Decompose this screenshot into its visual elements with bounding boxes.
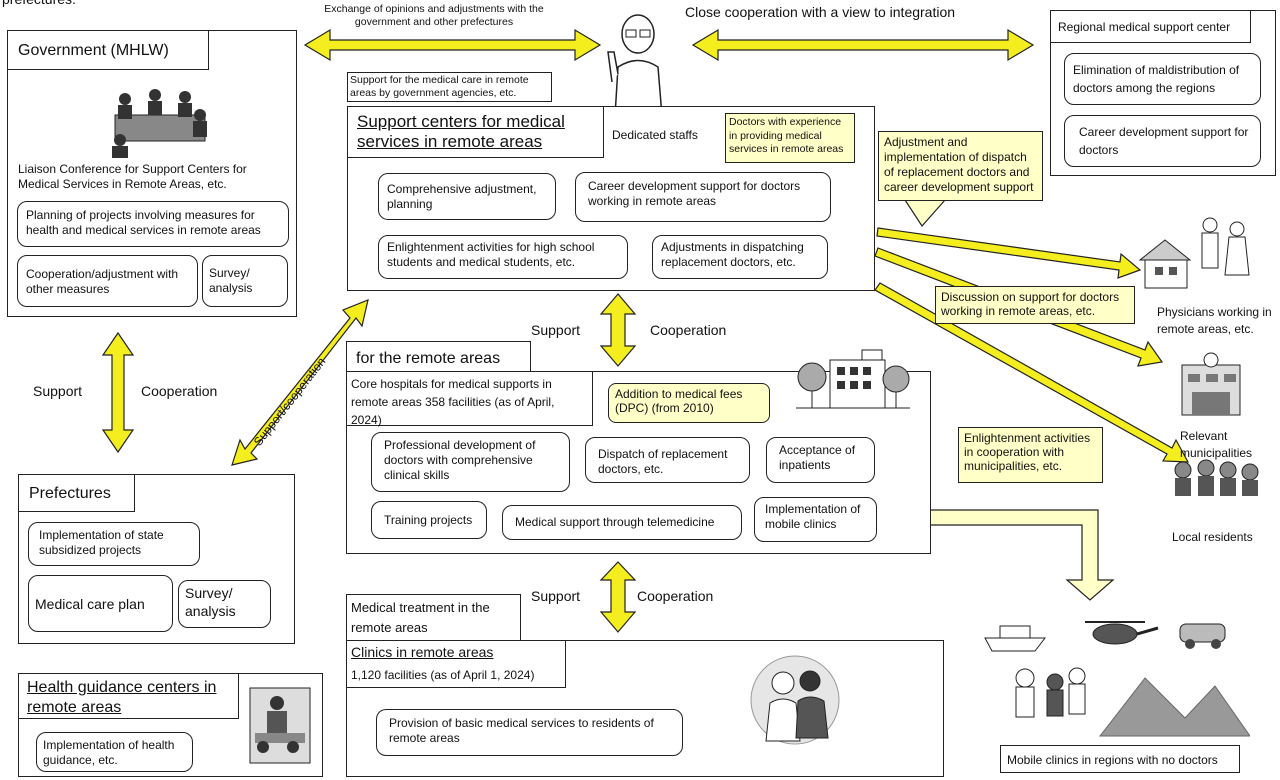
acceptance-text: Acceptance of inpatients (779, 443, 856, 472)
doctors-experience-callout: Doctors with experience in providing med… (725, 113, 855, 163)
residents-illustration (1174, 459, 1259, 496)
core-hospitals-tab: for the remote areas (346, 341, 531, 373)
professional-dev-box: Professional development of doctors with… (371, 432, 570, 492)
mobile-clinics-impl-text: Implementation of mobile clinics (765, 502, 861, 531)
mobile-clinics-label: Mobile clinics in regions with no doctor… (1000, 745, 1240, 773)
telemedicine-box: Medical support through telemedicine (502, 505, 742, 540)
clinics-subtitle-1: Clinics in remote areas (351, 644, 494, 660)
middle-cooperation-label-1: Cooperation (650, 322, 727, 338)
prefectures-title-box: Prefectures (18, 474, 135, 512)
middle-support-label-1: Support (531, 322, 581, 338)
exchange-label: Exchange of opinions and adjustments wit… (324, 3, 544, 29)
adjustment-callout: Adjustment and implementation of dispatc… (878, 131, 1043, 201)
acceptance-box: Acceptance of inpatients (766, 437, 875, 483)
career-support-box: Career development support for doctors w… (575, 172, 831, 222)
dispatch-text: Dispatch of replacement doctors, etc. (598, 447, 728, 476)
professional-dev-text: Professional development of doctors with… (384, 438, 536, 482)
doctor-illustration (607, 14, 663, 117)
government-title-box: Government (MHLW) (7, 30, 209, 70)
enlightenment-box: Enlightenment activities for high school… (378, 235, 628, 279)
close-cooperation-label: Close cooperation with a view to integra… (685, 4, 956, 20)
municipality-enlightenment-callout: Enlightenment activities in cooperation … (958, 427, 1103, 483)
liaison-text: Liaison Conference for Support Centers f… (18, 162, 247, 191)
medical-plan-text: Medical care plan (35, 596, 145, 612)
provision-box: Provision of basic medical services to r… (376, 709, 683, 756)
health-guidance-impl-text: Implementation of health guidance, etc. (43, 738, 175, 767)
prefectures-title: Prefectures (29, 485, 111, 502)
dispatch-box: Dispatch of replacement doctors, etc. (585, 437, 750, 483)
municipality-building-illustration (1181, 352, 1241, 416)
pref-survey-text: Survey/ analysis (185, 585, 236, 619)
enlightenment-text: Enlightenment activities for high school… (387, 240, 595, 269)
left-cooperation-label: Cooperation (141, 383, 218, 399)
clinics-subtitle-2: 1,120 facilities (as of April 1, 2024) (351, 668, 535, 682)
career-support-text: Career development support for doctors w… (588, 179, 801, 208)
arrow-to-physicians (876, 227, 1142, 279)
health-guidance-title: Health guidance centers in remote areas (27, 679, 217, 716)
middle-double-arrow-2 (599, 561, 637, 633)
provision-text: Provision of basic medical services to r… (389, 716, 654, 745)
discussion-callout: Discussion on support for doctors workin… (935, 286, 1135, 324)
comprehensive-text: Comprehensive adjustment, planning (387, 182, 537, 211)
meeting-illustration (112, 89, 207, 158)
regional-title: Regional medical support center (1058, 20, 1231, 34)
mobile-clinics-illustration (984, 621, 1250, 737)
gov-cooperation-box: Cooperation/adjustment with other measur… (17, 255, 198, 307)
physicians-illustration (1138, 217, 1250, 289)
municipalities-label: Relevant municipalities (1180, 429, 1253, 460)
regional-career-text: Career development support for doctors (1079, 125, 1249, 157)
support-centers-title-box: Support centers for medical services in … (347, 106, 604, 158)
training-box: Training projects (371, 501, 487, 539)
exchange-double-arrow (303, 28, 602, 62)
core-hospitals-subtitle: Core hospitals for medical supports in r… (346, 371, 593, 427)
pref-implementation-text: Implementation of state subsidized proje… (39, 528, 164, 557)
top-fragment-text: prefectures. (2, 0, 76, 9)
addition-fees-callout: Addition to medical fees (DPC) (from 201… (608, 383, 770, 423)
health-guidance-title-box: Health guidance centers in remote areas (18, 673, 239, 719)
training-text: Training projects (384, 513, 473, 527)
gov-cooperation-text: Cooperation/adjustment with other measur… (26, 267, 179, 296)
middle-double-arrow-1 (599, 293, 637, 367)
comprehensive-box: Comprehensive adjustment, planning (378, 173, 556, 220)
gov-pref-double-arrow (101, 331, 135, 454)
hospital-illustration (796, 349, 910, 409)
regional-career-box: Career development support for doctors (1064, 115, 1261, 167)
mobile-clinics-impl-box: Implementation of mobile clinics (754, 497, 877, 542)
clinics-subtitle-box: Clinics in remote areas 1,120 facilities… (346, 640, 566, 688)
clinics-tab: Medical treatment in the remote areas (346, 594, 521, 642)
adjustment-callout-pointer (903, 199, 947, 227)
adjustments-dispatch-box: Adjustments in dispatching replacement d… (652, 235, 828, 279)
adjustments-dispatch-text: Adjustments in dispatching replacement d… (661, 240, 804, 269)
clinic-doctor-patient-illustration (750, 655, 840, 745)
gov-survey-text: Survey/ analysis (209, 266, 253, 295)
government-title: Government (MHLW) (18, 42, 169, 59)
close-cooperation-double-arrow (691, 28, 1035, 62)
physicians-label: Physicians working in remote areas, etc. (1157, 305, 1272, 336)
gov-survey-box: Survey/ analysis (202, 255, 288, 307)
regional-title-box: Regional medical support center (1050, 10, 1251, 43)
residents-label: Local residents (1172, 530, 1253, 544)
middle-cooperation-label-2: Cooperation (637, 588, 714, 604)
planning-box: Planning of projects involving measures … (17, 201, 289, 247)
left-support-label: Support (33, 383, 83, 399)
health-guidance-illustration (249, 687, 311, 764)
arrow-to-mobile-clinics (929, 509, 1115, 601)
dedicated-staffs-label: Dedicated staffs (612, 128, 698, 142)
planning-text: Planning of projects involving measures … (26, 208, 261, 237)
support-centers-title: Support centers for medical services in … (357, 112, 565, 152)
medical-plan-box: Medical care plan (28, 575, 173, 632)
support-header-label: Support for the medical care in remote a… (347, 72, 552, 103)
middle-support-label-2: Support (531, 588, 581, 604)
regional-elimination-text: Elimination of maldistribution of doctor… (1073, 63, 1240, 95)
regional-elimination-box: Elimination of maldistribution of doctor… (1064, 53, 1261, 105)
diagonal-arrow-label: Support/cooperation (250, 354, 329, 449)
pref-implementation-box: Implementation of state subsidized proje… (28, 522, 200, 566)
health-guidance-impl-box: Implementation of health guidance, etc. (36, 732, 193, 772)
telemedicine-text: Medical support through telemedicine (515, 515, 715, 529)
core-hospitals-tab-text: for the remote areas (356, 350, 501, 367)
pref-survey-box: Survey/ analysis (178, 580, 271, 628)
